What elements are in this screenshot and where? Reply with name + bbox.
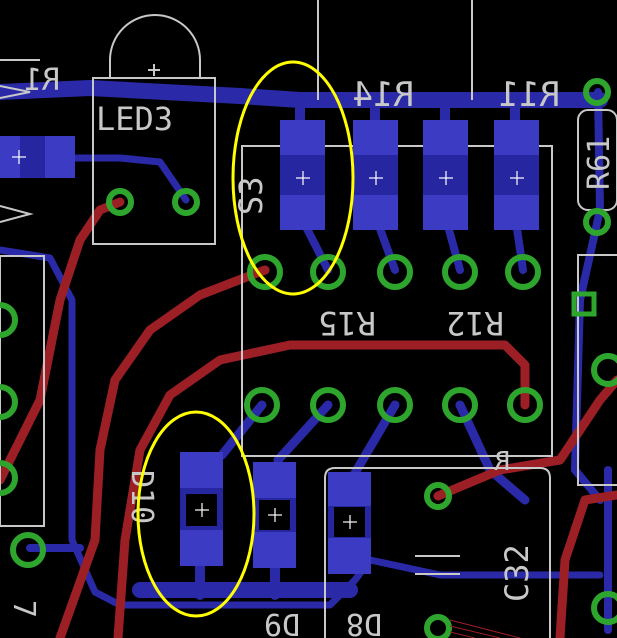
left-component-outline <box>0 255 45 527</box>
highlight-ellipse-s3 <box>231 60 355 296</box>
via <box>244 387 280 423</box>
via <box>0 302 18 338</box>
label-d9: D9 <box>264 606 300 638</box>
via <box>0 384 18 420</box>
top-copper-layer <box>0 197 617 638</box>
smd-diode-d8 <box>328 472 371 574</box>
smd-resistor <box>494 120 539 230</box>
top-trace <box>433 375 617 501</box>
via <box>172 188 200 216</box>
via <box>377 387 413 423</box>
top-trace <box>55 265 270 638</box>
smd-resistor <box>353 120 398 230</box>
via <box>247 254 283 290</box>
label-c32: C32 <box>498 544 536 602</box>
top-trace <box>0 197 125 485</box>
label-seven: 7 <box>6 600 41 618</box>
smd-resistor <box>280 120 325 230</box>
highlight-ellipse-d10 <box>136 410 256 618</box>
via <box>310 254 346 290</box>
bottom-trace <box>273 400 333 465</box>
label-r-small: R <box>494 447 510 477</box>
bottom-trace <box>0 80 608 108</box>
smd-resistor <box>423 120 468 230</box>
vias <box>0 78 617 638</box>
highlight-annotations <box>136 60 355 618</box>
via <box>377 254 413 290</box>
c32-outline <box>324 467 551 638</box>
via <box>442 387 478 423</box>
via <box>507 387 543 423</box>
via <box>424 482 452 510</box>
bottom-trace <box>571 88 604 504</box>
smd-pads-top-row <box>280 120 539 230</box>
label-r15: R15 <box>318 304 376 342</box>
via <box>583 78 611 106</box>
via <box>442 254 478 290</box>
label-s3: S3 <box>232 176 270 215</box>
via <box>0 460 18 496</box>
led3-dome <box>109 14 201 78</box>
via <box>591 353 617 387</box>
via <box>591 591 617 625</box>
led3-outline <box>92 77 216 245</box>
via-square <box>571 291 597 317</box>
label-r61: R61 <box>582 136 617 190</box>
label-r11: R11 <box>499 75 560 115</box>
label-r12: R12 <box>446 304 504 342</box>
top-trace <box>113 340 530 638</box>
silk-arrow <box>0 85 31 99</box>
via <box>106 188 134 216</box>
smd-pads-bottom-row <box>0 136 371 574</box>
label-r-left: R1 <box>24 63 60 98</box>
smd-r-left <box>0 136 75 178</box>
label-d8: D8 <box>346 606 382 638</box>
right-component-outline <box>577 254 617 486</box>
silk-arrow <box>0 205 34 223</box>
hatched-area <box>449 619 521 638</box>
via <box>424 614 452 638</box>
smd-diode-d9 <box>253 462 296 568</box>
via <box>10 532 46 568</box>
bottom-trace <box>66 154 190 204</box>
label-r14: R14 <box>353 75 414 115</box>
smd-diode-d10 <box>180 452 223 566</box>
via <box>505 254 541 290</box>
via <box>583 208 611 236</box>
top-trace <box>555 490 617 638</box>
label-led3: LED3 <box>96 100 173 138</box>
via <box>310 387 346 423</box>
silkscreen-labels: R14 R11 R15 R12 LED3 S3 R61 C32 D10 D9 D… <box>6 63 617 638</box>
